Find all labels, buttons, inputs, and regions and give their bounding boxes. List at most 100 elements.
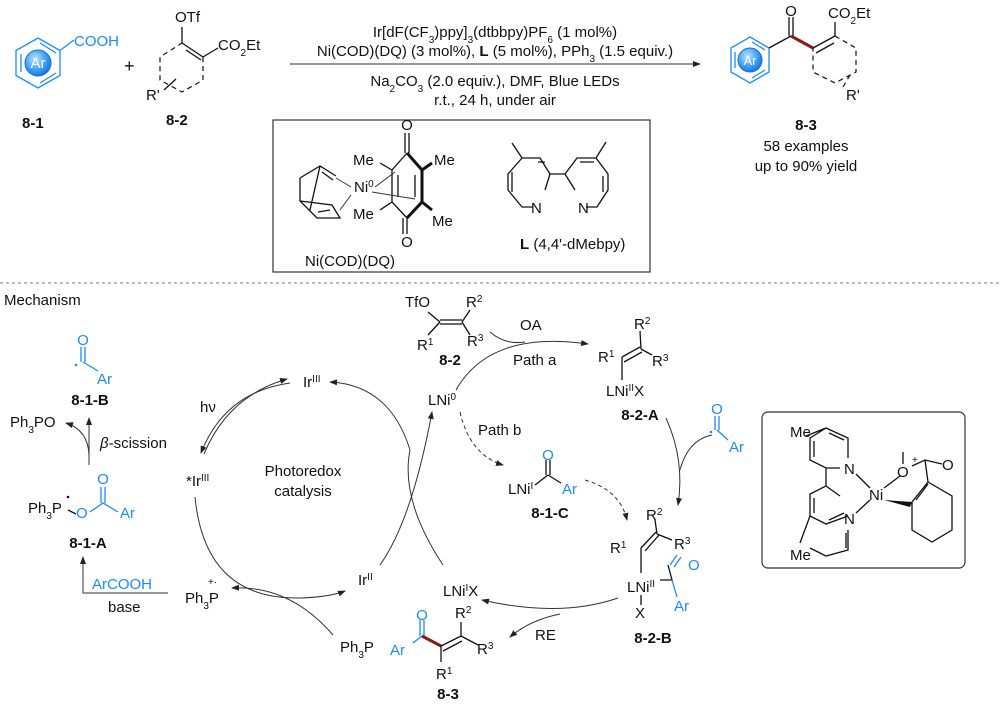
svg-text:R2: R2 [455,605,472,623]
svg-text:LNiI: LNiI [508,481,533,499]
label: 8-2-B [634,630,672,647]
label: -scission [109,435,167,452]
label: (1.5 equiv.) [595,43,673,60]
label: 2 [657,507,663,518]
label: 3 [418,84,424,95]
svg-text:LNi0: LNi0 [428,392,457,410]
label: 1 [621,540,627,551]
label: 8-1-C [531,505,569,522]
svg-text:R2: R2 [634,316,651,334]
label: II [367,572,373,583]
compound-8-1: Ar COOH 8-1 [15,33,119,132]
label: II [629,383,635,394]
label: PO [34,414,56,431]
svg-text:R3: R3 [674,536,691,554]
label: catalysis [274,483,332,500]
label: (dtbbpy)PF [473,24,547,41]
label: 1 [447,666,453,677]
compound-8-2: OTf CO2Et R' 8-2 [146,9,261,129]
label: R' [846,87,860,104]
label: 3 [685,536,691,547]
label: Et [856,5,871,22]
label: + [912,455,918,466]
label: O [711,401,723,418]
label: X [634,383,644,400]
label: R [466,294,477,311]
label: 8-3 [437,686,459,703]
label: O [942,457,954,474]
label: Na [370,73,390,90]
ph3po-label: Ph3PO [10,414,56,436]
label: Me [353,206,374,223]
product-8-3: Ar O CO2Et R' 8-3 58 examples up to 90% … [730,3,871,175]
svg-text:R1: R1 [598,349,615,367]
label: R [467,333,478,350]
label: (1 mol%) [553,24,617,41]
label: R [634,316,645,333]
label: I [531,481,534,492]
mechanism-title: Mechanism [4,292,81,309]
svg-text:IrII: IrII [358,572,373,590]
label: hν [200,399,216,416]
otf-label: OTf [175,9,201,26]
label: N [531,200,542,217]
label: R [610,540,621,557]
label: Ar [562,481,577,498]
label: R [455,605,466,622]
label: R [674,536,685,553]
label: 3 [468,35,474,46]
label: CO [828,5,851,22]
label: Ph [10,414,28,431]
label: 2 [241,48,247,59]
label: LNi [443,583,466,600]
svg-text:R3: R3 [477,641,494,659]
plus-sign: + [124,56,135,76]
label: Path a [513,352,557,369]
label: O [416,607,428,624]
label: Ph [28,500,46,517]
label: 1 [428,337,434,348]
label: Path b [478,422,521,439]
catalyst-box: O O Me Me Me Me Ni0 Ni(COD)(DQ) N N L (4… [272,117,651,273]
label: Me [790,424,811,441]
label: L [479,43,488,60]
label: O [77,332,89,349]
label: 2 [390,84,396,95]
acyl-radical-8-1-B: O Ar 8-1-B [71,332,112,409]
label: 6 [547,35,553,46]
aryl-circle-icon [24,49,52,77]
svg-text:*IrIII: *IrIII [186,473,209,491]
label: III [201,473,209,484]
svg-text:Ph3P: Ph3P [28,500,62,522]
label: β [99,435,109,452]
label: Ar [390,642,405,659]
label: N [844,461,855,478]
label: 3 [663,353,669,364]
label: 8-2 [439,352,461,369]
r-prime-label: R' [146,87,160,104]
svg-text:LNiII: LNiII [627,579,655,597]
label: O [401,234,413,251]
svg-text:LNiIX: LNiIX [443,583,478,601]
label: 3 [46,511,52,522]
label: 2 [477,294,483,305]
svg-text:LNiIIX: LNiIIX [606,383,644,401]
nickel-complex-inset: Me Me N N Ni O + O [761,411,966,569]
label: P [52,500,62,517]
svg-text:R2: R2 [466,294,483,312]
label: Me [432,213,453,230]
label: 0 [368,179,374,190]
label: O [97,471,109,488]
label: (2.0 equiv.), DMF, Blue LEDs [423,73,619,90]
svg-text:R1: R1 [610,540,627,558]
label: LNi [627,579,650,596]
co2et-label: CO2Et [218,37,261,59]
label: II [650,579,656,590]
label: 2 [645,316,651,327]
label: O [897,464,909,481]
label: R [598,349,609,366]
svg-text:IrIII: IrIII [303,374,321,392]
nickel-label: Ni0 [354,179,374,197]
condition-line-2: Ni(COD)(DQ) (3 mol%), L (5 mol%), PPh3 (… [317,43,673,65]
